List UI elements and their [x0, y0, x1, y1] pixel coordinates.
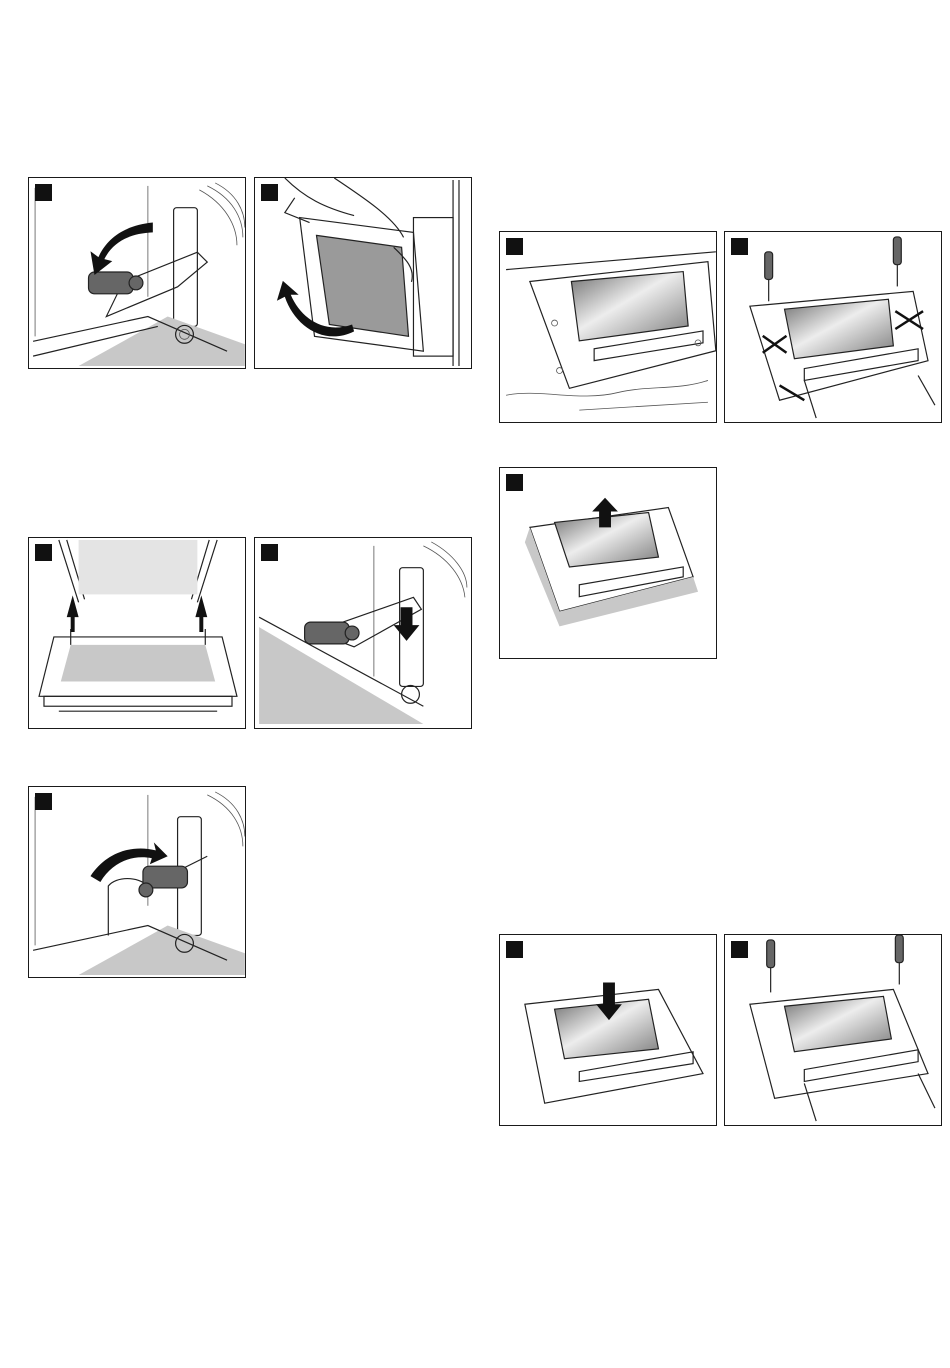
- figure-glass-insert: [499, 934, 717, 1126]
- figure-door-refit: [28, 537, 246, 729]
- hinge-lever-icon: [89, 272, 134, 294]
- up-arrow-icon: [67, 595, 79, 632]
- step-marker: [261, 184, 278, 201]
- step-marker: [35, 793, 52, 810]
- figure-glass-remove: [499, 467, 717, 659]
- step-marker: [261, 544, 278, 561]
- figure-door-laid-flat: [499, 231, 717, 423]
- step-marker: [35, 544, 52, 561]
- curved-arrow-icon: [90, 223, 152, 275]
- step-marker: [506, 941, 523, 958]
- step-marker: [506, 238, 523, 255]
- step-marker: [731, 238, 748, 255]
- figure-hinge-lower: [254, 537, 472, 729]
- step-marker: [731, 941, 748, 958]
- figure-hinge-lock: [28, 786, 246, 978]
- figure-screws-remove: [724, 231, 942, 423]
- figure-door-hinge-unlock: [28, 177, 246, 369]
- step-marker: [35, 184, 52, 201]
- figure-screws-refit: [724, 934, 942, 1126]
- step-marker: [506, 474, 523, 491]
- figure-door-lift-off: [254, 177, 472, 369]
